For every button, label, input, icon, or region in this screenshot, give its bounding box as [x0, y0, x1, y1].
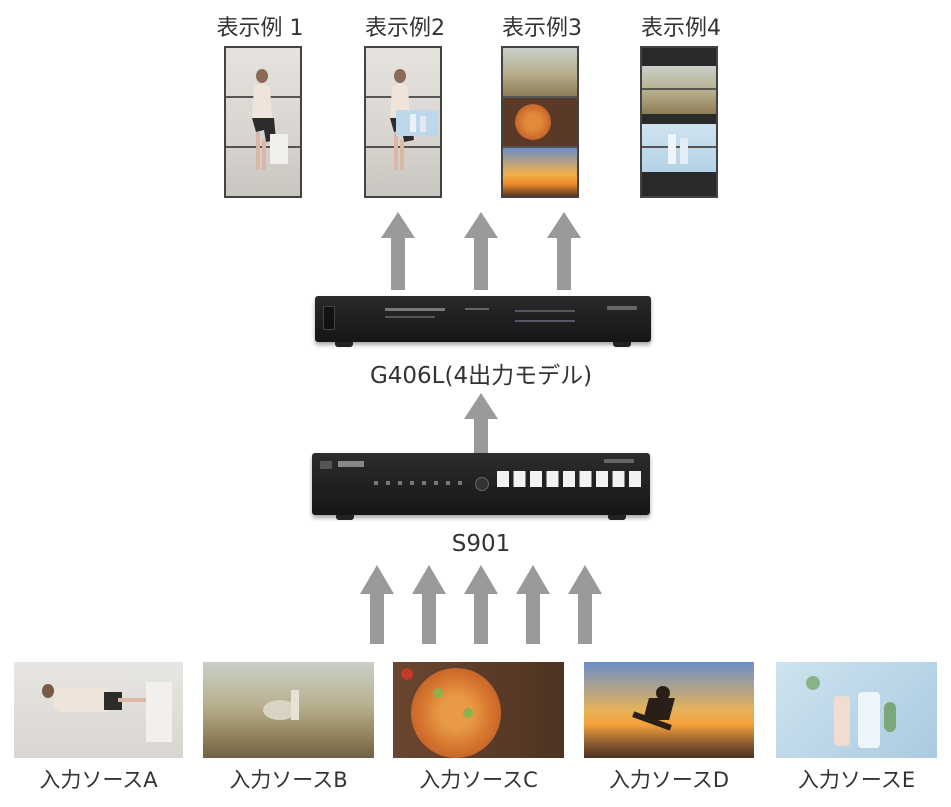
g406l-label: G406L(4出力モデル) [330, 356, 632, 390]
source-e-image [776, 662, 937, 758]
source-d-label: 入力ソースD [584, 764, 754, 794]
source-e-label: 入力ソースE [776, 764, 937, 794]
s901-label: S901 [420, 531, 542, 557]
arrow-up-icon [464, 565, 498, 644]
led-indicators [374, 481, 464, 485]
arrow-up-icon [464, 212, 498, 290]
arrow-up-icon [464, 393, 498, 455]
front-panel-buttons [497, 471, 645, 487]
logo [607, 306, 637, 310]
arrow-up-icon [412, 565, 446, 644]
source-b-label: 入力ソースB [203, 764, 374, 794]
arrow-up-icon [568, 565, 602, 644]
s901-device [312, 453, 650, 515]
arrow-up-icon [547, 212, 581, 290]
source-c-image [393, 662, 564, 758]
arrow-up-icon [360, 565, 394, 644]
source-a-label: 入力ソースA [14, 764, 183, 794]
g406l-device [315, 296, 651, 342]
source-a-image [14, 662, 183, 758]
source-b-image [203, 662, 374, 758]
arrow-up-icon [516, 565, 550, 644]
source-c-label: 入力ソースC [393, 764, 564, 794]
source-d-image [584, 662, 754, 758]
hdmi-logo [338, 461, 364, 467]
arrow-up-icon [381, 212, 415, 290]
logo [320, 461, 332, 469]
ir-sensor-icon [475, 477, 489, 491]
power-switch-icon [323, 306, 335, 330]
